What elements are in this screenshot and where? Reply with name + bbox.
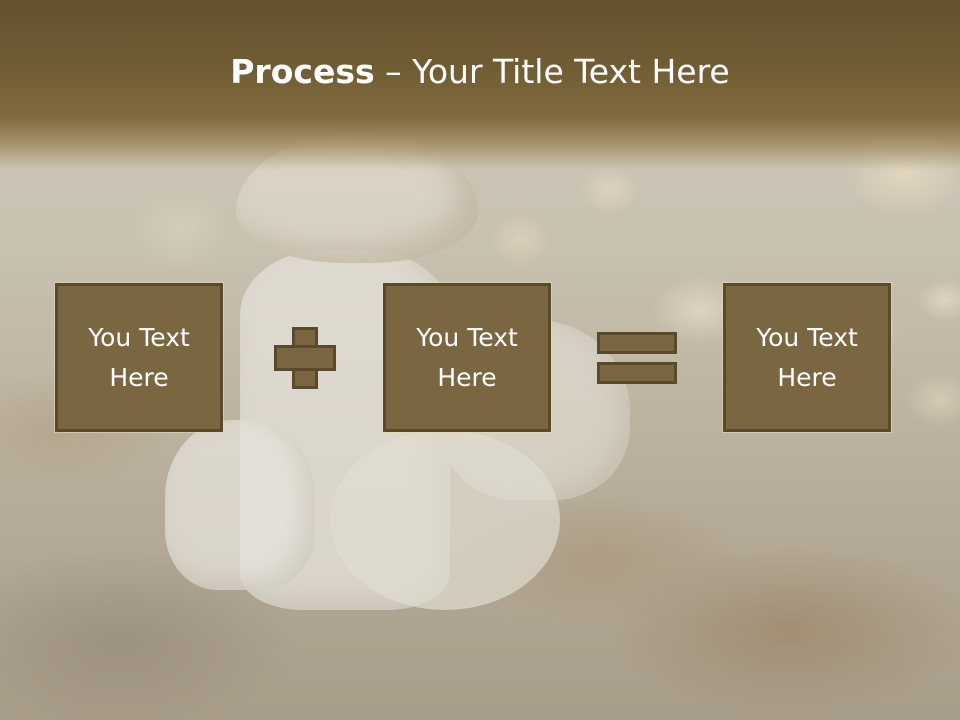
process-box-2-label: You Text Here (416, 322, 518, 392)
equals-top-bar (597, 332, 677, 354)
process-box-3-label: You Text Here (756, 322, 858, 392)
equals-icon (597, 332, 677, 384)
process-box-2[interactable]: You Text Here (383, 283, 551, 432)
mushroom-left-shape (165, 420, 315, 590)
process-box-1[interactable]: You Text Here (55, 283, 223, 432)
title-bold-text: Process (230, 52, 375, 91)
process-box-1-label: You Text Here (88, 322, 190, 392)
plus-icon (274, 327, 336, 389)
plus-center (295, 348, 315, 368)
title-band (0, 0, 960, 170)
title-rest-text: – Your Title Text Here (374, 52, 730, 91)
slide-title[interactable]: Process – Your Title Text Here (0, 52, 960, 91)
equals-bottom-bar (597, 362, 677, 384)
mushroom-base-shape (330, 430, 560, 610)
process-box-3[interactable]: You Text Here (723, 283, 891, 432)
